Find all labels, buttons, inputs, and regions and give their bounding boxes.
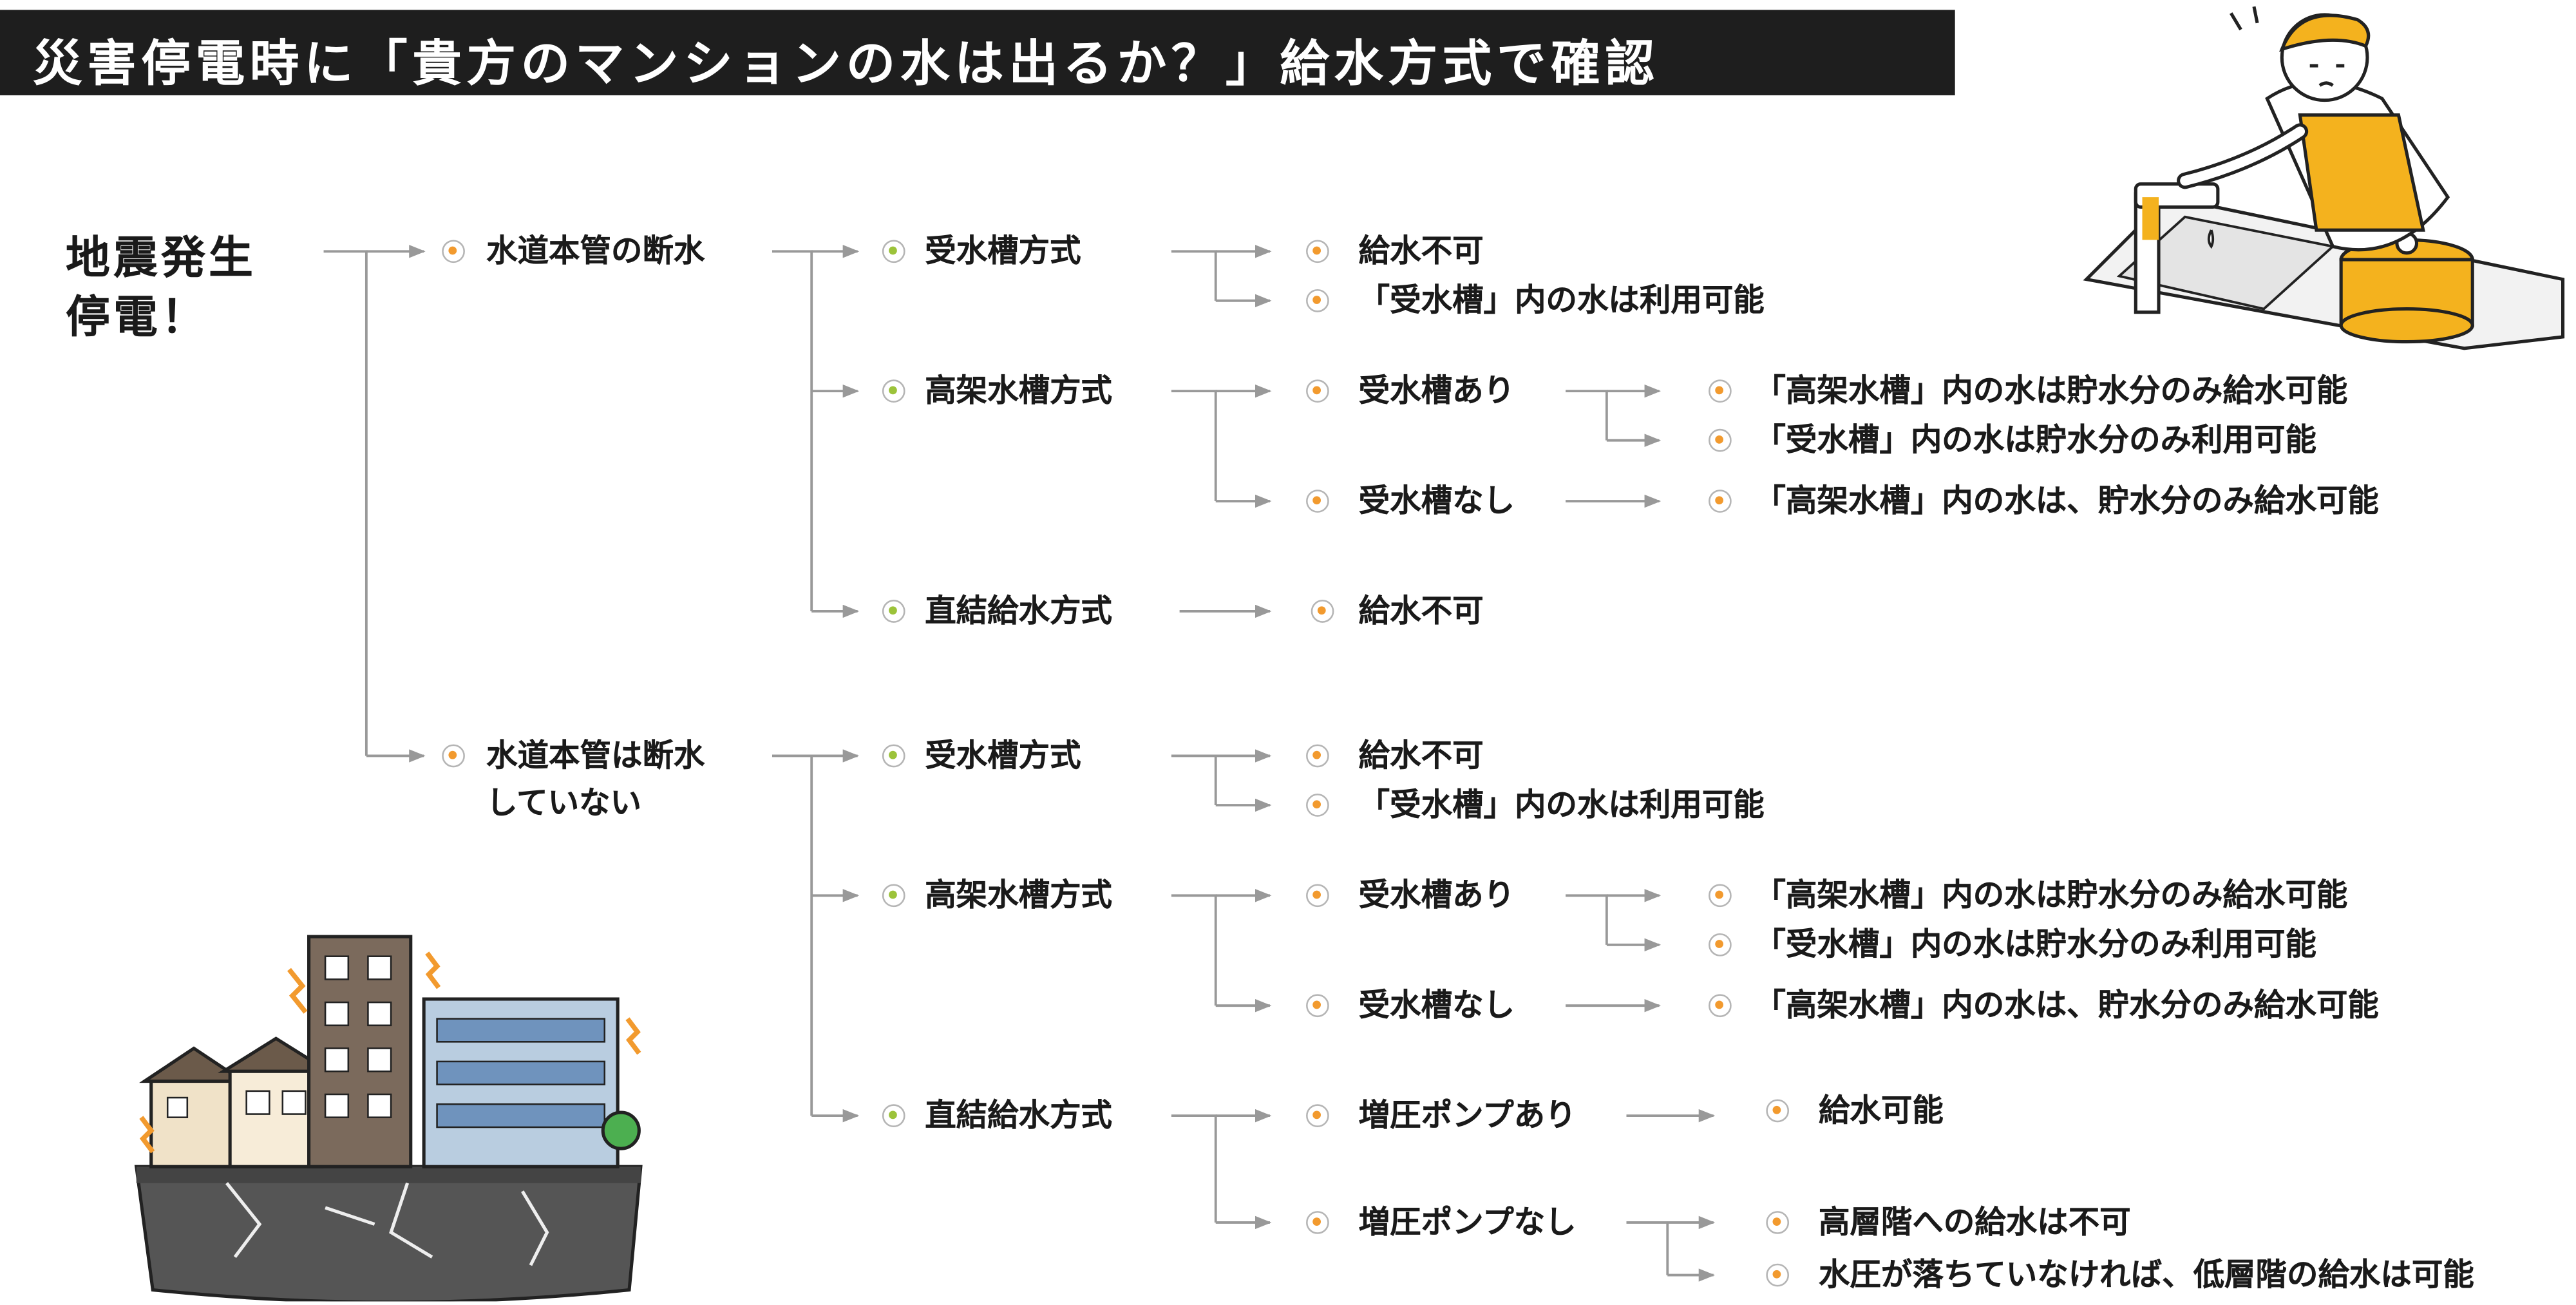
bullet-icon	[1306, 744, 1329, 768]
bullet-icon	[1306, 794, 1329, 817]
bullet-icon	[882, 600, 905, 623]
bullet-icon	[1306, 1211, 1329, 1234]
result-text: 水圧が落ちていなければ、低層階の給水は可能	[1818, 1257, 2474, 1293]
bullet-icon	[1709, 490, 1732, 513]
bullet-icon	[1709, 379, 1732, 403]
root-line-2: 停電！	[66, 292, 209, 344]
bullet-icon	[1766, 1099, 1790, 1123]
result-text: 「受水槽」内の水は貯水分のみ利用可能	[1754, 926, 2316, 963]
without-tank-label: 受水槽なし	[1358, 482, 1515, 520]
branch-a-receiving-tank: 受水槽方式	[925, 233, 1081, 270]
result-text: 高層階への給水は不可	[1818, 1204, 2131, 1241]
result-text: 給水可能	[1818, 1092, 1944, 1129]
bullet-icon	[1709, 884, 1732, 908]
with-tank-label: 受水槽あり	[1358, 373, 1515, 410]
bullet-icon	[1306, 289, 1329, 312]
bullet-icon	[1306, 994, 1329, 1018]
bullet-icon	[1709, 428, 1732, 452]
bullet-icon	[1306, 884, 1329, 908]
page-title: 災害停電時に「貴方のマンションの水は出るか？」給水方式で確認	[33, 36, 1660, 94]
result-text: 「高架水槽」内の水は、貯水分のみ給水可能	[1754, 482, 2379, 520]
result-text: 「高架水槽」内の水は、貯水分のみ給水可能	[1754, 987, 2379, 1024]
result-text: 給水不可	[1358, 738, 1484, 774]
root-node: 地震発生 停電！	[66, 230, 256, 348]
without-tank-label: 受水槽なし	[1358, 987, 1515, 1024]
result-text: 「高架水槽」内の水は貯水分のみ給水可能	[1754, 373, 2348, 410]
result-text: 「受水槽」内の水は利用可能	[1358, 786, 1765, 824]
result-text: 「高架水槽」内の水は貯水分のみ給水可能	[1754, 877, 2348, 914]
branch-b-elevated-tank: 高架水槽方式	[925, 877, 1113, 914]
branch-a-direct: 直結給水方式	[925, 593, 1113, 630]
worried-person-at-sink-illustration	[2083, 6, 2565, 350]
bullet-icon	[882, 240, 905, 263]
with-tank-label: 受水槽あり	[1358, 877, 1515, 914]
bullet-icon	[442, 240, 465, 263]
result-text: 「受水槽」内の水は利用可能	[1358, 282, 1765, 319]
bullet-icon	[882, 379, 905, 403]
result-text: 給水不可	[1358, 233, 1484, 270]
result-text: 給水不可	[1358, 593, 1484, 630]
earthquake-damaged-buildings-illustration	[134, 935, 643, 1302]
bullet-icon	[1306, 240, 1329, 263]
branch-b-label-line1: 水道本管は断水	[486, 738, 705, 774]
bullet-icon	[1709, 933, 1732, 957]
bullet-icon	[1306, 379, 1329, 403]
bullet-icon	[1306, 1104, 1329, 1127]
bullet-icon	[1709, 994, 1732, 1018]
with-pump-label: 増圧ポンプあり	[1358, 1098, 1577, 1134]
branch-a-label: 水道本管の断水	[486, 233, 705, 270]
bullet-icon	[882, 884, 905, 908]
bullet-icon	[882, 744, 905, 768]
branch-a-elevated-tank: 高架水槽方式	[925, 373, 1113, 410]
bullet-icon	[1306, 490, 1329, 513]
bullet-icon	[1766, 1263, 1790, 1287]
bullet-icon	[882, 1104, 905, 1127]
bullet-icon	[1766, 1211, 1790, 1234]
result-text: 「受水槽」内の水は貯水分のみ利用可能	[1754, 422, 2316, 459]
bullet-icon	[1311, 600, 1334, 623]
bullet-icon	[442, 744, 465, 768]
branch-b-receiving-tank: 受水槽方式	[925, 738, 1081, 774]
branch-b-direct: 直結給水方式	[925, 1098, 1113, 1134]
title-bar: 災害停電時に「貴方のマンションの水は出るか？」給水方式で確認	[0, 10, 1955, 95]
branch-b-label-line2: していない	[486, 785, 642, 822]
root-line-1: 地震発生	[66, 233, 256, 285]
without-pump-label: 増圧ポンプなし	[1358, 1204, 1577, 1241]
